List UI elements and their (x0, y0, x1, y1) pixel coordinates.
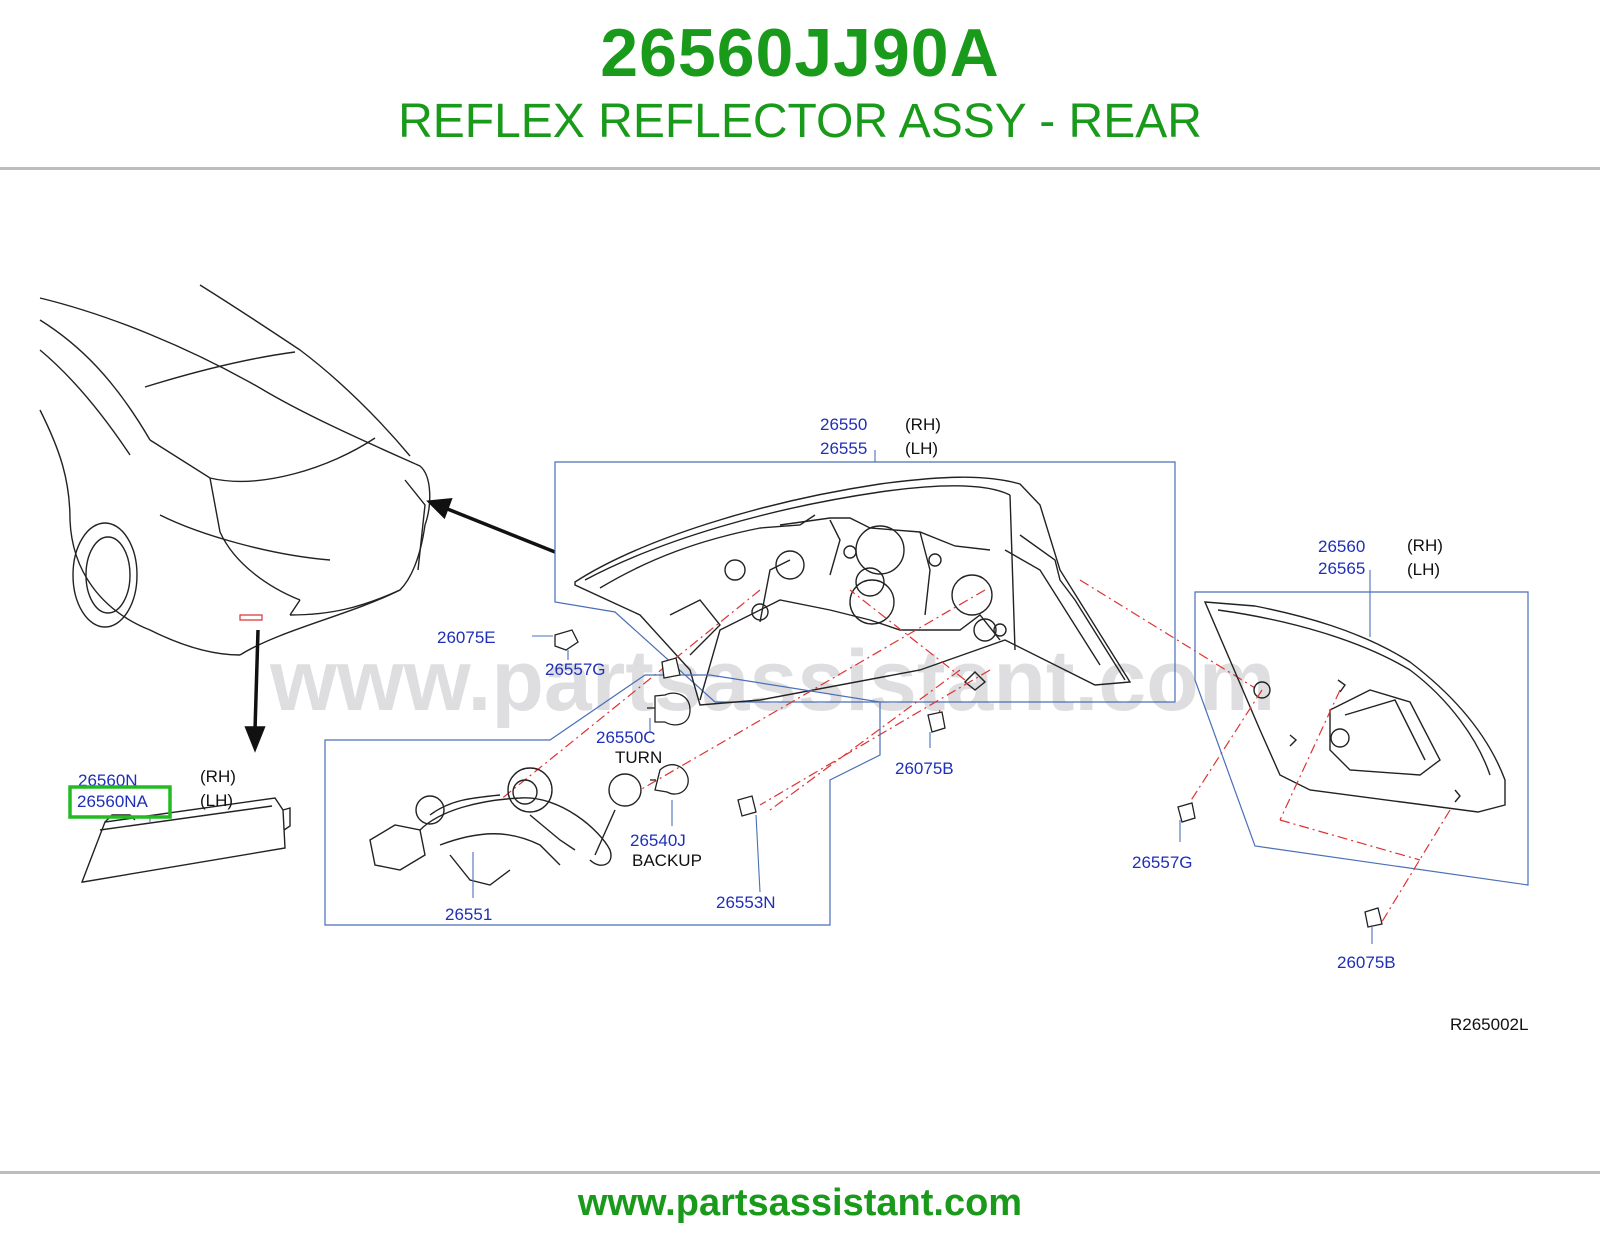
callout-26565: 26565 (1318, 559, 1365, 578)
fastener-clips (554, 629, 1383, 928)
callout-26540J: 26540J (630, 831, 686, 850)
clip-26557G-b-icon (1177, 802, 1196, 823)
parts-diagram: www.partsassistant.com (0, 270, 1600, 1080)
callout-26560NA: 26560NA (77, 792, 149, 811)
callout-26551: 26551 (445, 905, 492, 924)
nut-26075B-icon (927, 711, 946, 733)
harness-group (324, 674, 881, 926)
footer-divider (0, 1171, 1600, 1174)
callout-turn: TURN (615, 748, 662, 767)
header-divider (0, 167, 1600, 170)
inner-lamp-group (1189, 591, 1529, 926)
callout-rh-c: (RH) (200, 767, 236, 786)
highlight-box (68, 785, 172, 819)
diagram-ref-code: R265002L (1450, 1015, 1528, 1034)
combination-lamp-group (499, 461, 1256, 811)
callout-backup: BACKUP (632, 851, 702, 870)
leader-lines (149, 450, 1373, 944)
callout-lh-b: (LH) (1407, 560, 1440, 579)
clip-26075E-icon (554, 629, 579, 651)
callout-26075B-b: 26075B (1337, 953, 1396, 972)
diagram-canvas: www.partsassistant.com (39, 284, 1529, 1034)
callout-26550C: 26550C (596, 728, 656, 747)
callout-26075E: 26075E (437, 628, 496, 647)
footer-site-url[interactable]: www.partsassistant.com (577, 1182, 1023, 1224)
page-header: 26560JJ90A REFLEX REFLECTOR ASSY - REAR (0, 0, 1600, 168)
watermark-text: www.partsassistant.com (269, 633, 1275, 729)
callout-lh-a: (LH) (905, 439, 938, 458)
callout-26075B-a: 26075B (895, 759, 954, 778)
callout-26550: 26550 (820, 415, 867, 434)
callout-lh-c: (LH) (200, 791, 233, 810)
nut-26553N-icon (737, 795, 757, 817)
part-description: REFLEX REFLECTOR ASSY - REAR (398, 95, 1202, 148)
callout-26555: 26555 (820, 439, 867, 458)
callout-26557G-b: 26557G (1132, 853, 1193, 872)
callout-26553N: 26553N (716, 893, 776, 912)
callout-rh-b: (RH) (1407, 536, 1443, 555)
callout-rh-a: (RH) (905, 415, 941, 434)
clip-26557G-icon (661, 657, 681, 679)
nut-26075B-b-icon (1364, 907, 1383, 928)
part-number-title: 26560JJ90A (600, 15, 1000, 91)
car-rear-illustration (39, 284, 431, 656)
callout-26560: 26560 (1318, 537, 1365, 556)
pointer-arrows (244, 497, 556, 753)
callout-26557G-a: 26557G (545, 660, 606, 679)
